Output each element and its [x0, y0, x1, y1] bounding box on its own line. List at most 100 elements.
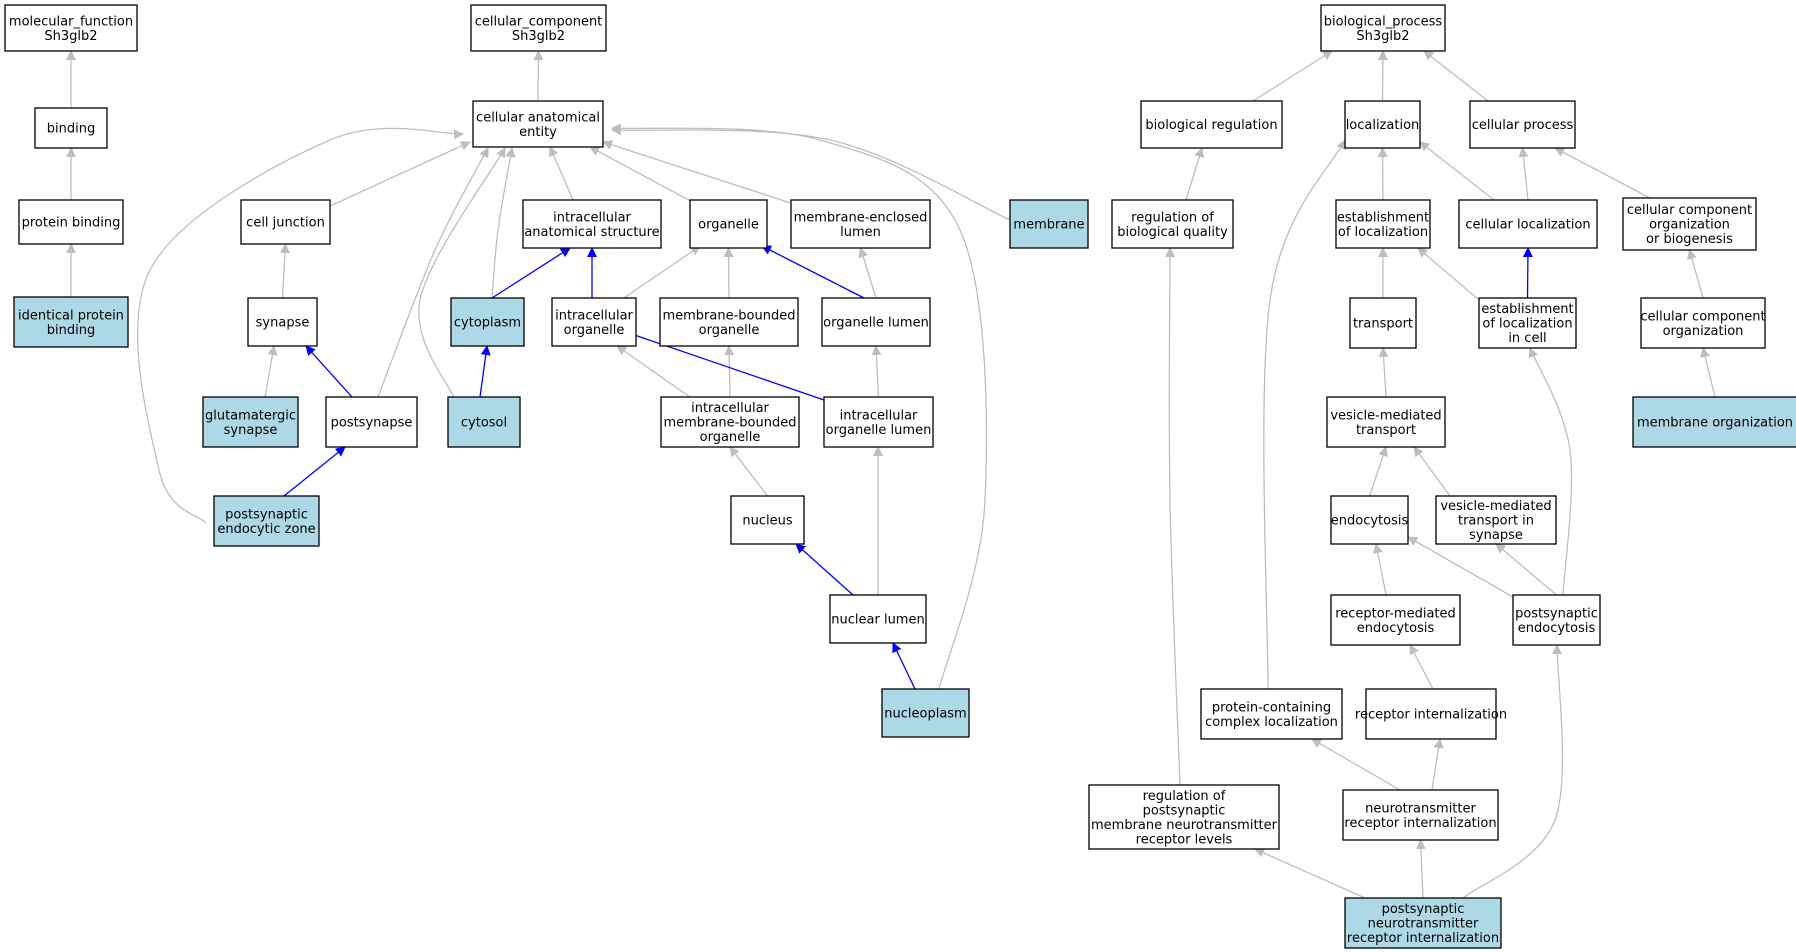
go-term-box: [13, 296, 129, 348]
go-term-box: [1632, 396, 1796, 448]
go-term-label-line: glutamatergic: [205, 408, 296, 423]
go-term-label-line: organelle: [700, 430, 761, 445]
go-term-label-line: organelle lumen: [826, 423, 932, 438]
go-term-node-membrane-organization[interactable]: membrane organization: [1632, 396, 1796, 448]
is-a-arrow: [858, 247, 877, 299]
edge-synapse-to-celljunc: [280, 243, 290, 299]
is-a-arrow: [1700, 347, 1716, 398]
go-term-node-cytoplasm[interactable]: cytoplasm: [450, 297, 525, 347]
edge-membrane-to-cae: [611, 125, 1011, 221]
go-term-node-cytosol[interactable]: cytosol: [447, 396, 521, 448]
go-term-label-line: synapse: [256, 316, 310, 331]
edge-cco-to-ccob: [1687, 249, 1704, 299]
go-term-node-transport[interactable]: transport: [1349, 297, 1417, 349]
part-of-arrow: [305, 345, 353, 398]
edge-mel-to-cae: [602, 140, 801, 207]
go-term-box: [1469, 100, 1576, 149]
go-term-box: [325, 396, 418, 448]
is-a-arrow: [729, 446, 769, 497]
go-term-label-line: nucleus: [742, 514, 792, 529]
is-a-arrow: [1423, 50, 1489, 102]
go-term-box: [472, 100, 604, 148]
edge-io-to-organelle: [623, 245, 701, 299]
is-a-arrow: [533, 50, 544, 102]
is-a-arrow: [1495, 543, 1557, 596]
go-term-node-organelle[interactable]: organelle: [689, 199, 768, 249]
go-term-node-binding[interactable]: binding: [34, 107, 108, 149]
go-term-node-cellular-process[interactable]: cellular process: [1469, 100, 1576, 149]
go-term-node-nucleoplasm[interactable]: nucleoplasm: [881, 688, 970, 738]
go-term-label-line: organelle: [699, 323, 760, 338]
go-term-node-membrane[interactable]: membrane: [1009, 199, 1089, 249]
go-term-node-protein-binding[interactable]: protein binding: [18, 199, 124, 245]
go-term-box: [247, 297, 318, 347]
go-term-box: [881, 688, 970, 738]
go-term-label-line: entity: [519, 125, 557, 140]
go-term-box: [1435, 495, 1557, 545]
go-term-node-cell-junction[interactable]: cell junction: [240, 199, 331, 245]
go-term-box: [470, 4, 607, 52]
go-term-box: [790, 199, 931, 249]
go-term-box: [1320, 4, 1446, 52]
is-a-arrow: [1554, 147, 1651, 199]
edge-pnri-to-rpmnrl: [1254, 848, 1366, 899]
go-term-label-line: organization: [1663, 324, 1744, 339]
go-term-node-postsynapse[interactable]: postsynapse: [325, 396, 418, 448]
edge-pnri-to-nri: [1415, 839, 1426, 899]
go-term-label-line: regulation of: [1143, 789, 1226, 804]
go-term-label-line: membrane-enclosed: [794, 210, 928, 225]
go-term-node-nuclear-lumen[interactable]: nuclear lumen: [829, 594, 927, 644]
go-term-box: [1111, 199, 1234, 249]
is-a-arrow: [491, 147, 516, 299]
go-term-node-cellular-localization[interactable]: cellular localization: [1458, 199, 1598, 249]
go-term-box: [1365, 688, 1497, 740]
go-term-label-line: protein-containing: [1212, 700, 1331, 715]
go-term-node-nucleus[interactable]: nucleus: [730, 495, 805, 545]
edge-ccob-to-cellproc: [1554, 147, 1651, 199]
edge-loc-to-bp: [1377, 50, 1388, 102]
go-term-label-line: cellular process: [1472, 118, 1574, 133]
is-a-arrow: [1409, 644, 1434, 690]
go-term-node-localization[interactable]: localization: [1344, 100, 1421, 149]
go-term-node-synapse[interactable]: synapse: [247, 297, 318, 347]
edge-pendo-to-endo: [1407, 536, 1514, 598]
go-term-label-line: cellular localization: [1465, 218, 1590, 233]
go-term-node-organelle-lumen[interactable]: organelle lumen: [821, 297, 931, 347]
edge-pcl-to-loc: [1263, 139, 1346, 690]
go-term-label-line: synapse: [224, 423, 278, 438]
go-term-label-line: receptor-mediated: [1335, 606, 1456, 621]
go-term-node-biological-regulation[interactable]: biological regulation: [1140, 100, 1283, 149]
go-term-node-endocytosis[interactable]: endocytosis: [1330, 495, 1409, 545]
go-term-node-receptor-internalization[interactable]: receptor internalization: [1355, 688, 1507, 740]
go-term-box: [240, 199, 331, 245]
go-term-box: [1009, 199, 1089, 249]
edge-cytoplasm-to-ias: [491, 247, 571, 299]
